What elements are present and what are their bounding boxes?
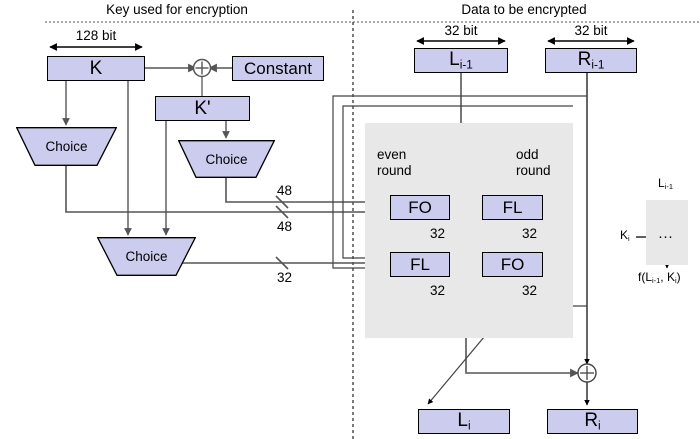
- right-half-output[interactable]: Ri: [547, 409, 638, 434]
- choice-bottom[interactable]: Choice: [97, 237, 196, 276]
- fl-top-right[interactable]: FL: [482, 195, 543, 220]
- label-odd-round-line2: round: [516, 163, 551, 178]
- legend-output-label: f(Li-1, Ki): [638, 270, 681, 286]
- xor-gate-key-icon: [192, 58, 212, 78]
- width-label-fl-bl: 32: [430, 283, 446, 298]
- label-left-32-bit: 32 bit: [444, 23, 478, 38]
- label-even-round-line1: even: [377, 147, 407, 162]
- bus-label-48-upper: 48: [277, 183, 293, 198]
- wire-choice-left-48-bus: [65, 166, 388, 219]
- wire-choice-bottom-32-bus: [176, 256, 388, 270]
- wire-choice-right-48-bus: [225, 178, 388, 209]
- fo-top-left[interactable]: FO: [390, 195, 450, 220]
- xor-gate-data-icon: [577, 363, 597, 383]
- right-half-output-label: Ri: [584, 410, 601, 433]
- right-half-input[interactable]: Ri-1: [545, 48, 637, 73]
- label-right-32-bit: 32 bit: [574, 23, 608, 38]
- round-function-panel: [365, 123, 573, 338]
- left-half-input[interactable]: Li-1: [414, 48, 508, 73]
- label-128-bit: 128 bit: [75, 28, 117, 43]
- kprime-block[interactable]: K': [155, 96, 250, 121]
- legend-panel: [646, 200, 688, 265]
- choice-left[interactable]: Choice: [16, 127, 117, 166]
- label-even-round-line2: round: [377, 163, 412, 178]
- k-block[interactable]: K: [47, 56, 145, 81]
- left-half-input-label: Li-1: [449, 49, 473, 72]
- constant-block[interactable]: Constant: [232, 56, 324, 81]
- bus-label-32-key: 32: [277, 270, 293, 285]
- width-label-fo-tl: 32: [430, 226, 446, 241]
- label-odd-round-line1: odd: [516, 147, 539, 162]
- right-half-input-label: Ri-1: [577, 49, 605, 72]
- left-half-output[interactable]: Li: [418, 409, 510, 434]
- fl-bottom-left[interactable]: FL: [390, 252, 450, 277]
- header-key-side: Key used for encryption: [106, 2, 248, 17]
- legend-input-label: Li-1: [658, 176, 673, 192]
- choice-left-shape: [16, 127, 117, 166]
- choice-bottom-shape: [97, 237, 196, 276]
- width-label-fo-br: 32: [522, 283, 538, 298]
- width-label-fl-tr: 32: [522, 226, 538, 241]
- legend-ellipsis: ···: [658, 228, 673, 245]
- left-half-output-label: Li: [457, 410, 471, 433]
- choice-right-shape: [178, 140, 275, 178]
- choice-right[interactable]: Choice: [178, 140, 275, 178]
- legend-key-label: Ki: [620, 228, 630, 244]
- header-data-side: Data to be encrypted: [461, 2, 587, 17]
- bus-label-48-lower: 48: [277, 219, 293, 234]
- fo-bottom-right[interactable]: FO: [482, 252, 543, 277]
- panel-separators: [45, 10, 700, 439]
